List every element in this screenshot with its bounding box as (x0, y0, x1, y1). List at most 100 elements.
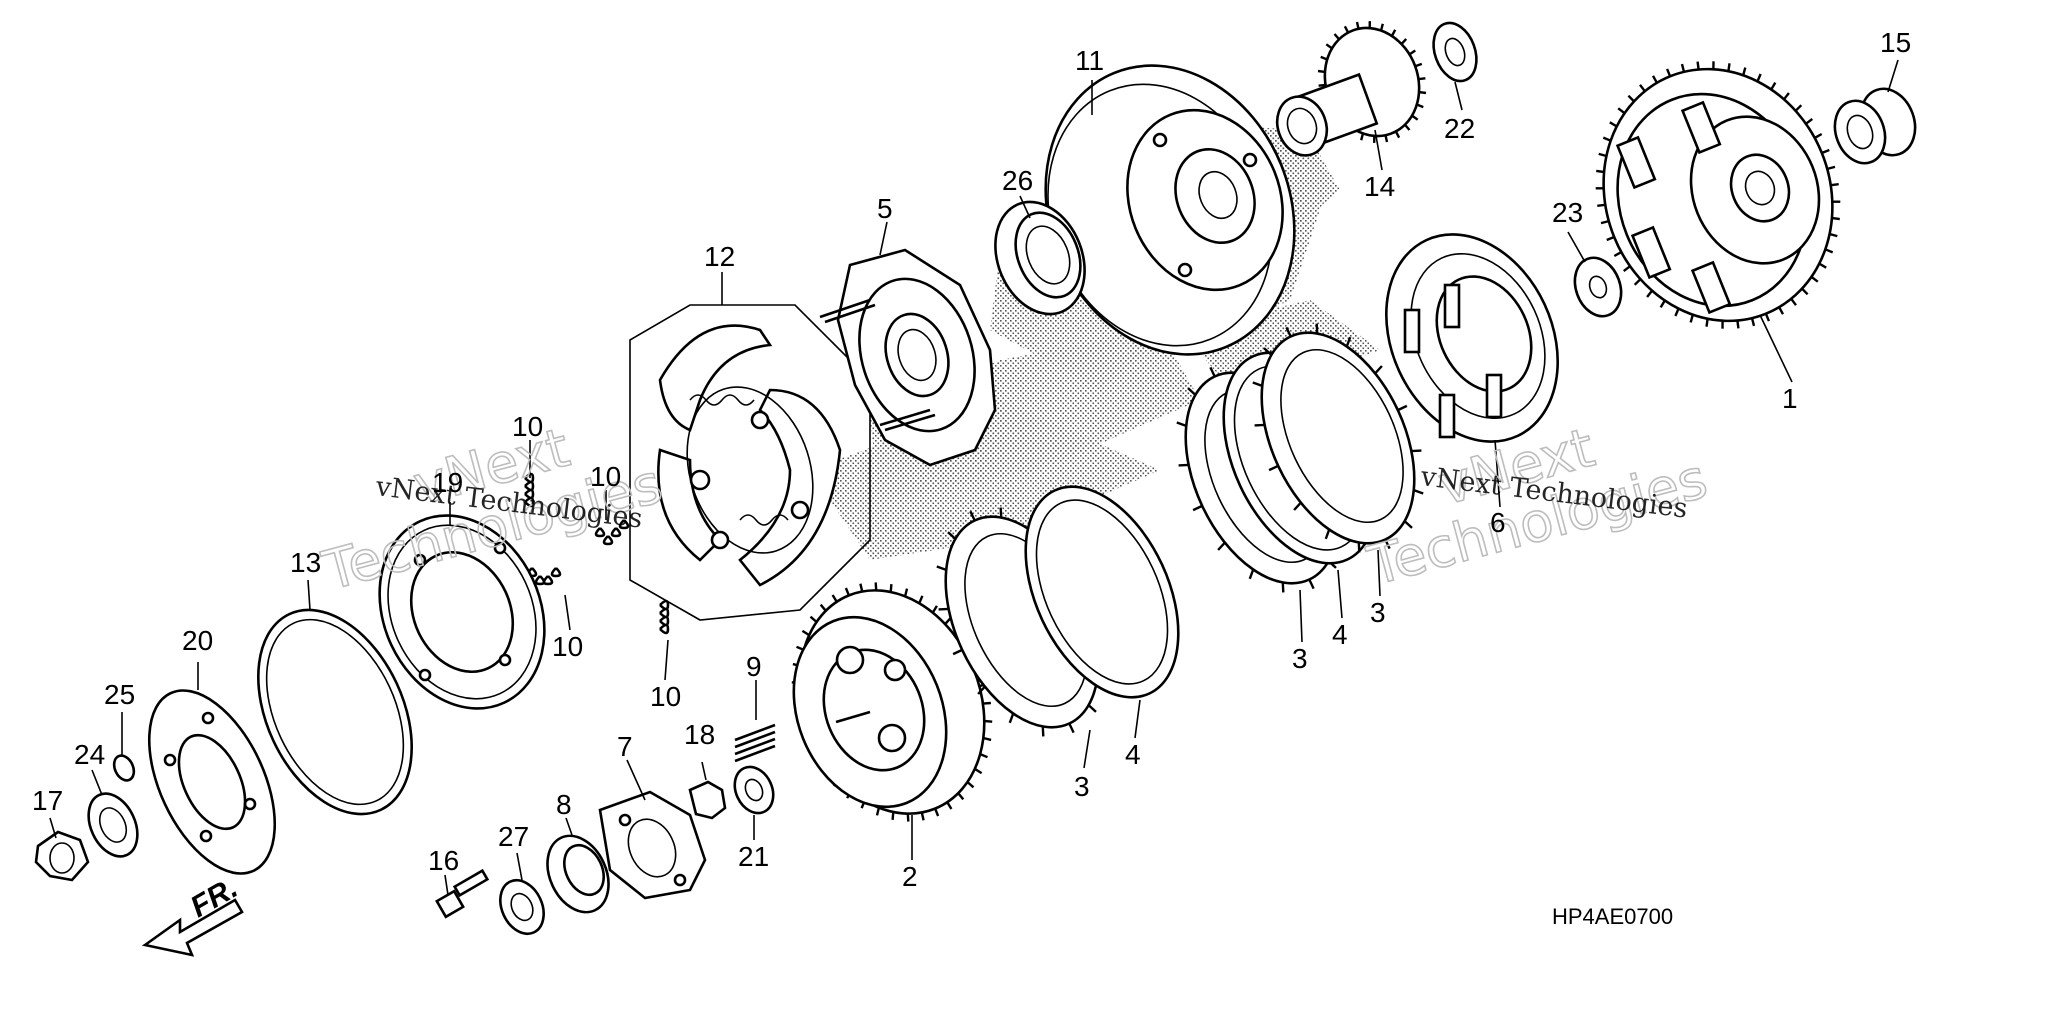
housing-tooth (1659, 299, 1666, 309)
housing-tooth (1674, 308, 1680, 317)
housing-tooth (1764, 313, 1771, 322)
gear-tooth (903, 588, 909, 597)
plate-tab (1254, 423, 1265, 427)
plate-tab (1248, 569, 1255, 580)
gear-tooth (1418, 77, 1426, 81)
drive-plate-5 (819, 248, 997, 467)
gear-tooth (957, 792, 965, 801)
gear-tooth (1333, 33, 1341, 41)
gear-tooth (906, 813, 910, 822)
callout-4: 4 (1125, 739, 1141, 770)
callout-10: 10 (512, 411, 543, 442)
plate-tab (1357, 542, 1361, 553)
gear-tooth (918, 595, 924, 604)
housing-tooth (1818, 262, 1827, 269)
callout-10: 10 (552, 631, 583, 662)
callout-3: 3 (1370, 597, 1386, 628)
gear-tooth (1360, 133, 1365, 141)
callout-25: 25 (104, 679, 135, 710)
one-way-clutch-26 (994, 200, 1086, 316)
clutch-drum-11 (1044, 64, 1296, 356)
callout-20: 20 (182, 625, 213, 656)
housing-tooth (1696, 61, 1700, 70)
plate-tab (1308, 578, 1315, 590)
gear-tooth (844, 587, 851, 596)
callout-6: 6 (1490, 507, 1506, 538)
plate-tab (1187, 387, 1197, 396)
gear-tooth (889, 583, 893, 593)
housing-tooth (1680, 63, 1686, 73)
callout-11: 11 (1075, 45, 1104, 76)
gear-tooth (1411, 114, 1419, 121)
gear-tooth (1400, 38, 1408, 45)
callout-1: 1 (1782, 383, 1798, 414)
callout-19: 19 (432, 467, 463, 498)
housing-tooth (1639, 84, 1646, 92)
housing-tooth (1689, 314, 1694, 323)
housing-tooth (1829, 232, 1838, 238)
housing-tooth (1830, 183, 1839, 187)
plate-tab (952, 648, 963, 656)
callout-27: 27 (498, 821, 529, 852)
gear-tooth (801, 629, 810, 637)
housing-tooth (1705, 318, 1709, 327)
callout-3: 3 (1074, 771, 1090, 802)
plate-tab (947, 531, 957, 540)
spring-9 (734, 723, 776, 763)
gear-tooth (931, 605, 938, 614)
washer-23 (1573, 256, 1623, 318)
gear-tooth (933, 808, 940, 817)
housing-tooth (1794, 104, 1803, 112)
gear-tooth (1355, 21, 1360, 30)
nut-17 (34, 830, 90, 882)
plate-tab (1384, 538, 1391, 550)
housing-tooth (1633, 278, 1642, 286)
plate-tab (999, 507, 1003, 518)
plate-tab (969, 510, 976, 522)
gear-tooth (875, 807, 881, 816)
housing-tooth (1600, 219, 1610, 225)
callout-labels: 1 2 3 3 3 4 4 5 6 7 8 9 10 10 10 10 11 1… (32, 27, 1911, 892)
housing-tooth (1606, 235, 1615, 242)
gear-tooth (831, 594, 838, 603)
clutch-outer-housing-1 (1595, 61, 1841, 329)
gear-tooth (974, 767, 983, 775)
plate-tab (1413, 488, 1424, 495)
lifter-plate-7 (598, 790, 707, 900)
gear-tooth (1379, 23, 1384, 31)
housing-tooth (1598, 152, 1607, 158)
washer-21 (733, 765, 775, 815)
gear-tooth (984, 719, 993, 723)
housing-tooth (1609, 121, 1618, 128)
gear-tooth (1418, 90, 1427, 95)
bolt-16 (435, 868, 490, 919)
friction-plate-3-c (1252, 323, 1424, 553)
plate-tab (1008, 713, 1015, 724)
callout-15: 15 (1880, 27, 1911, 58)
gear-tooth (1408, 49, 1416, 56)
plate-tab (1281, 582, 1285, 593)
plate-tab (1374, 365, 1383, 375)
gear-tooth (1320, 55, 1328, 61)
housing-tooth (1756, 73, 1762, 82)
spring-10-a (524, 472, 535, 508)
callout-4: 4 (1332, 619, 1348, 650)
watermark-right: vNext Technologies vNext Technologies (1360, 415, 1714, 599)
plate-tab (1397, 404, 1408, 412)
gear-tooth (966, 781, 975, 789)
plate-tab (1315, 323, 1319, 334)
washer-24 (87, 792, 139, 858)
plate-tab (1345, 336, 1352, 347)
housing-tooth (1814, 132, 1823, 139)
gear-tooth (979, 752, 988, 759)
housing-tooth (1622, 265, 1631, 273)
callout-14: 14 (1364, 171, 1395, 202)
callout-12: 12 (704, 241, 735, 272)
housing-tooth (1665, 68, 1672, 77)
housing-tooth (1810, 275, 1819, 283)
assembly-bracket-12 (629, 304, 871, 621)
callout-18: 18 (684, 719, 715, 750)
housing-tooth (1736, 320, 1740, 329)
callout-5: 5 (877, 193, 893, 224)
